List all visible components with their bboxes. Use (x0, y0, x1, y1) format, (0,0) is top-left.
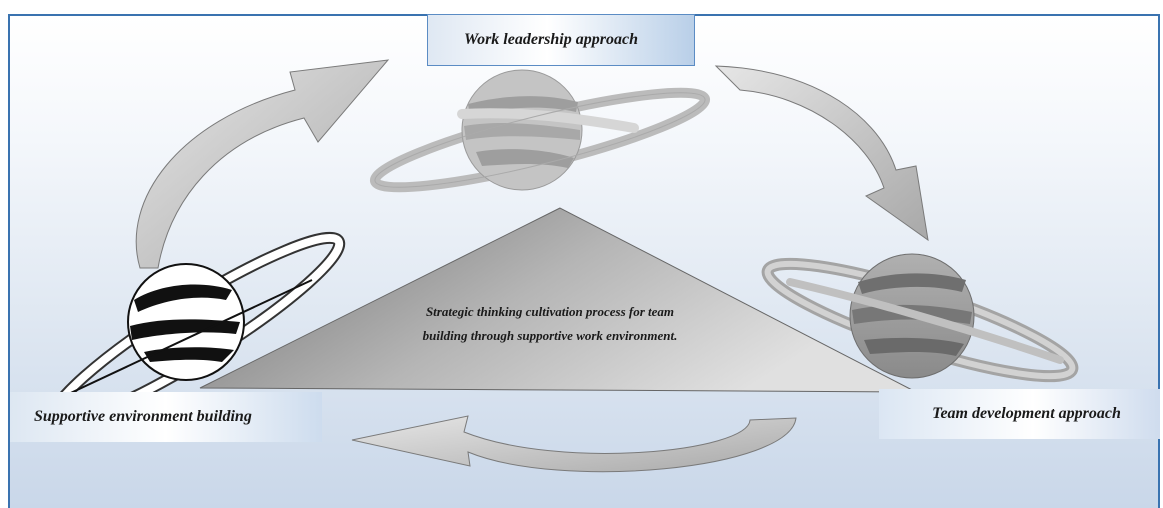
curved-arrow-icon (714, 65, 929, 242)
work-leadership-label: Work leadership approach (464, 31, 638, 48)
planet-icon-gray (761, 253, 1079, 383)
supportive-environment-box: Supportive environment building (10, 392, 322, 442)
supportive-environment-label: Supportive environment building (34, 408, 252, 425)
center-triangle (199, 207, 917, 393)
team-development-label: Team development approach (932, 405, 1121, 422)
center-caption-line-1: Strategic thinking cultivation process f… (425, 304, 675, 319)
planet-icon-light (369, 69, 711, 193)
center-caption-line-2: building through supportive work environ… (422, 328, 678, 343)
work-leadership-box: Work leadership approach (427, 14, 695, 66)
team-development-box: Team development approach (879, 389, 1160, 439)
curved-arrow-icon (351, 415, 797, 473)
curved-arrow-icon (135, 59, 390, 269)
center-caption: Strategic thinking cultivation process f… (350, 300, 750, 348)
